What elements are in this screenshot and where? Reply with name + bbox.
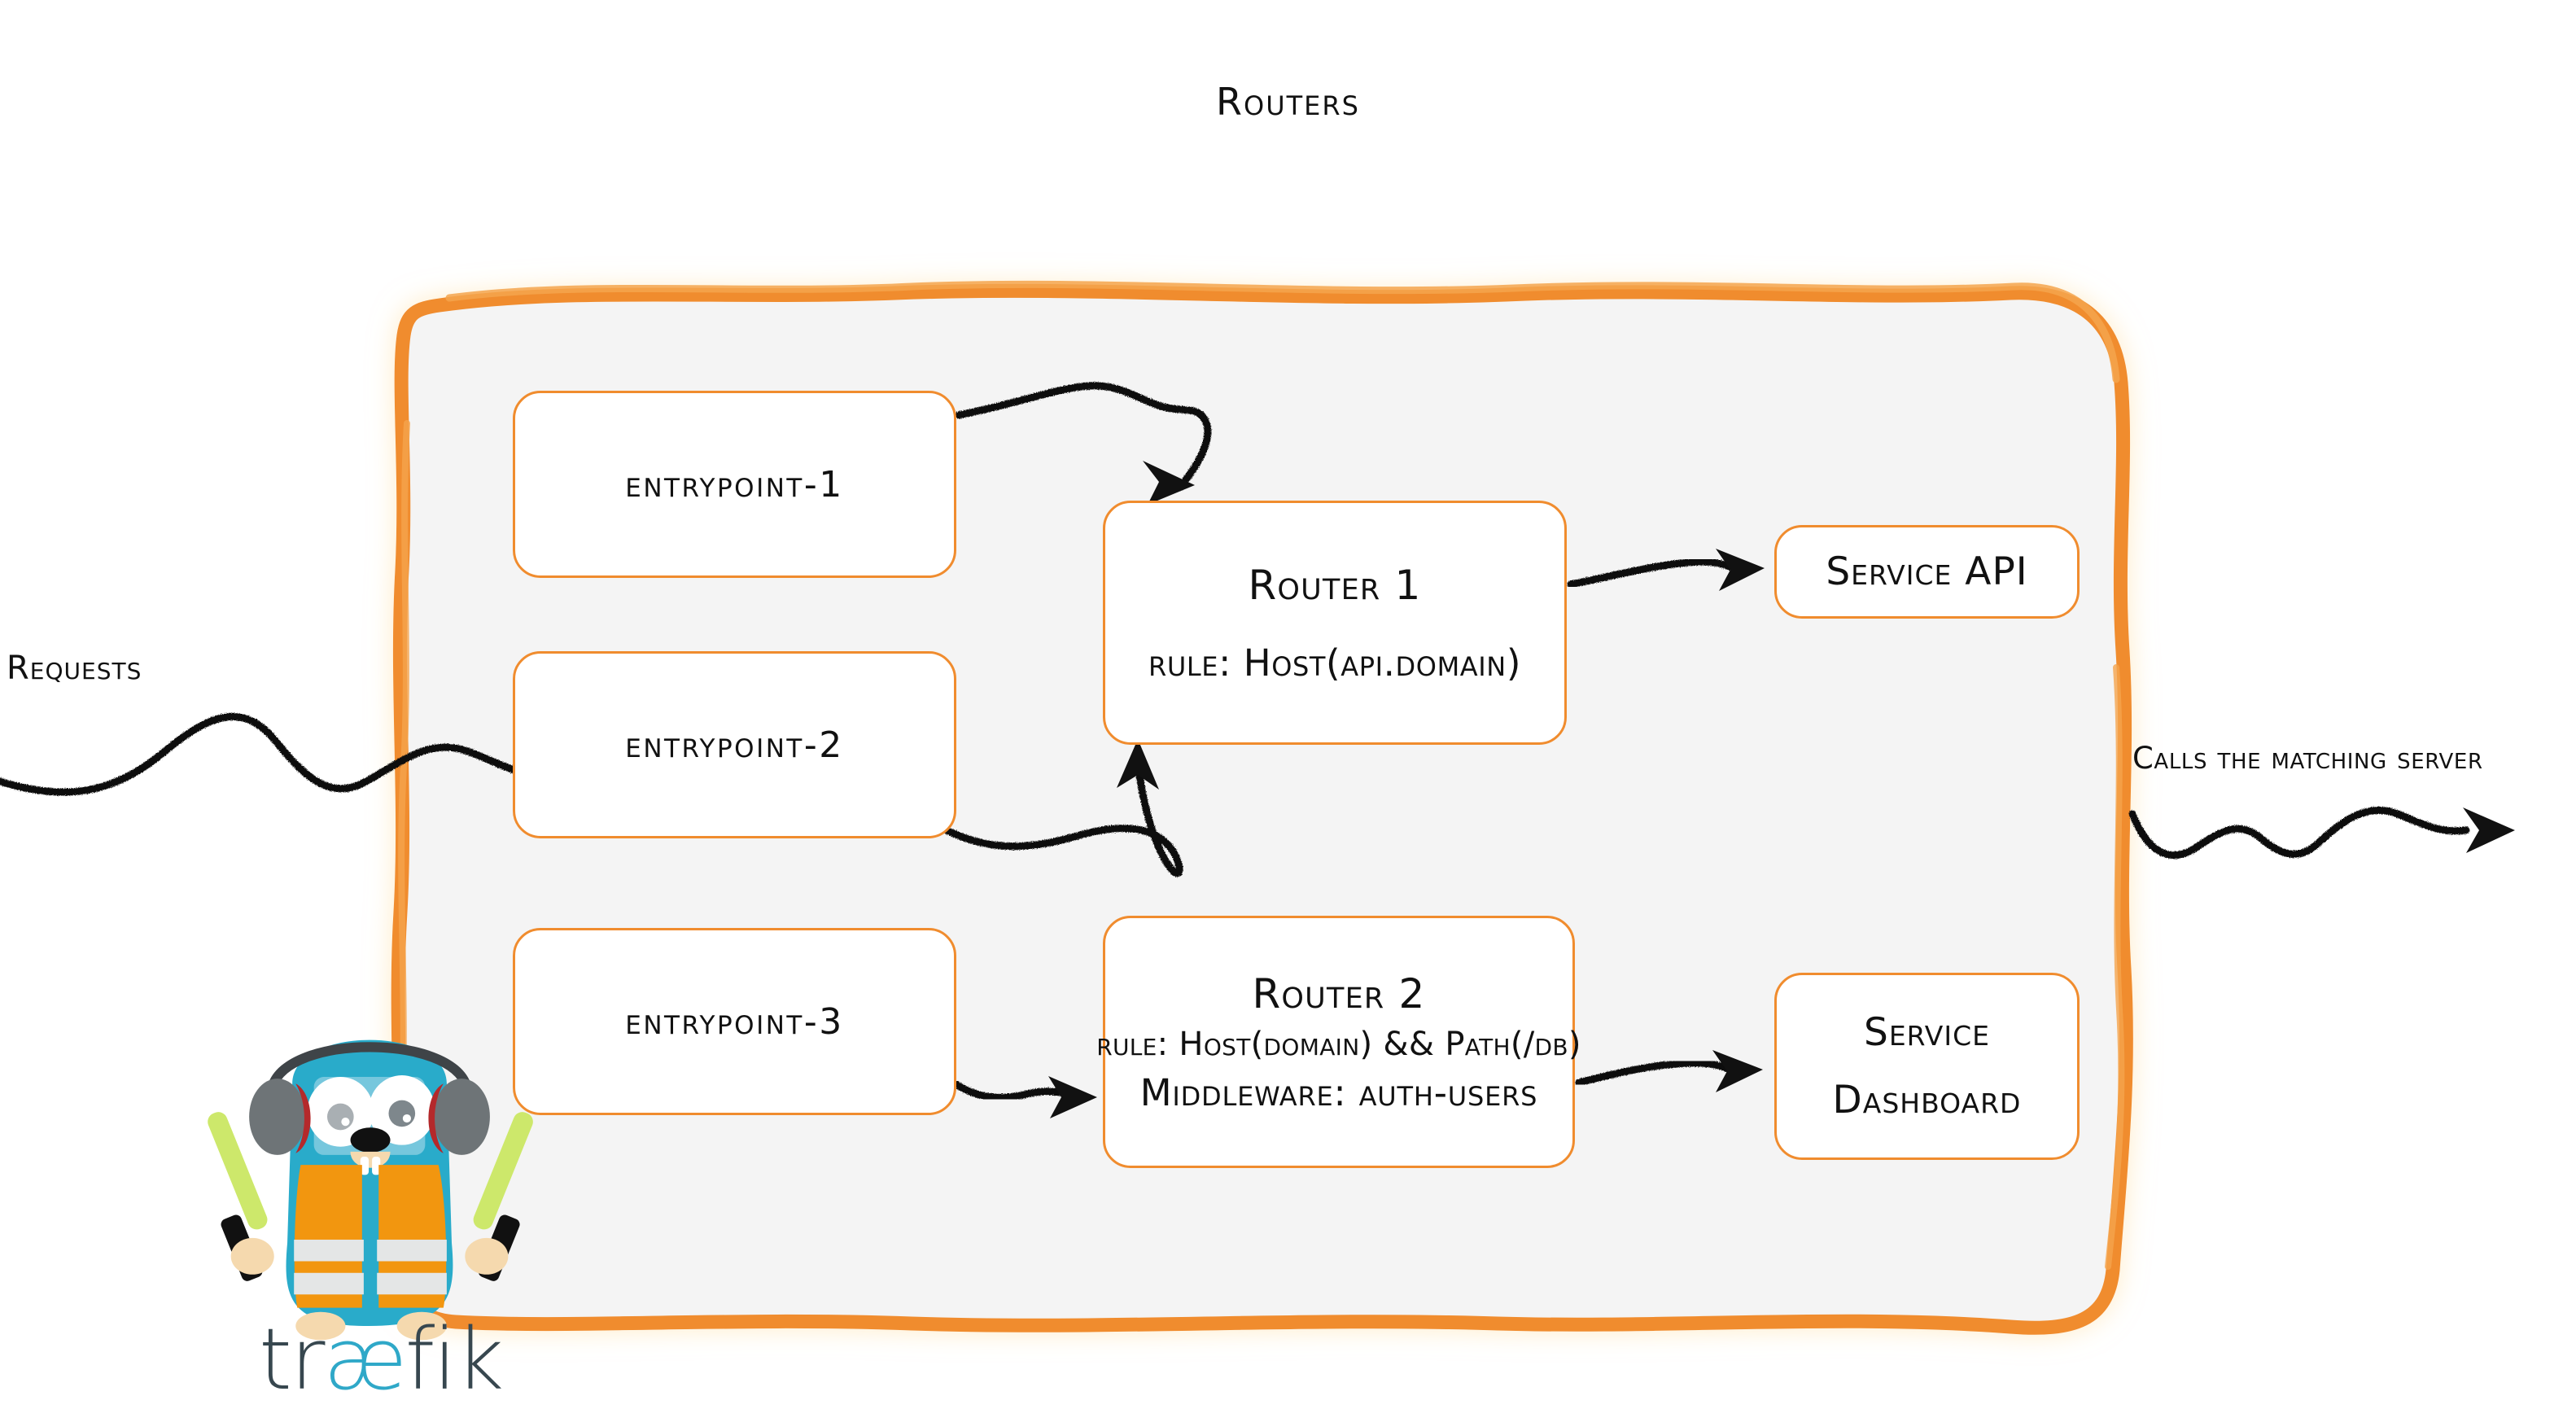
service-dashboard-label-line2: Dashboard xyxy=(1832,1078,2022,1122)
entrypoint-3-label: entrypoint-3 xyxy=(625,1000,844,1043)
router-1-box[interactable]: Router 1 rule: Host(api.domain) xyxy=(1103,501,1567,745)
traefik-wordmark: træfik xyxy=(259,1317,504,1402)
router-1-name: Router 1 xyxy=(1248,561,1422,609)
entrypoint-1-label: entrypoint-1 xyxy=(625,463,844,505)
arrowhead-router2-svcdash xyxy=(1712,1050,1763,1092)
arrowhead-calls-out xyxy=(2463,807,2515,853)
service-dashboard-box[interactable]: Service Dashboard xyxy=(1774,973,2080,1160)
entrypoint-2-label: entrypoint-2 xyxy=(625,724,844,766)
arrowhead-router1-svcapi xyxy=(1716,549,1765,591)
arrow-ep1-router1 xyxy=(955,382,1212,491)
wordmark-part-2: fik xyxy=(405,1310,505,1409)
arrowhead-ep1-router1 xyxy=(1143,461,1195,505)
page-title: Routers xyxy=(1216,80,1360,124)
entrypoint-3-box[interactable]: entrypoint-3 xyxy=(513,928,956,1115)
arrow-ep2-router1 xyxy=(942,771,1183,877)
arrow-router2-svcdash xyxy=(1575,1059,1734,1087)
entrypoint-2-box[interactable]: entrypoint-2 xyxy=(513,651,956,838)
wordmark-part-1: tr xyxy=(259,1310,326,1409)
arrowhead-ep2-router1 xyxy=(1117,739,1159,790)
arrow-requests-in xyxy=(0,712,574,796)
arrow-router1-svcapi xyxy=(1567,558,1738,589)
router-1-rule: rule: Host(api.domain) xyxy=(1148,641,1521,685)
service-api-box[interactable]: Service API xyxy=(1774,525,2080,619)
entrypoint-1-box[interactable]: entrypoint-1 xyxy=(513,391,956,578)
wordmark-ae-ligature: æ xyxy=(323,1310,407,1409)
service-api-label: Service API xyxy=(1826,549,2028,594)
arrowhead-ep3-router2 xyxy=(1048,1076,1097,1118)
traefik-gopher-mascot xyxy=(208,1039,533,1341)
router-2-box[interactable]: Router 2 rule: Host(domain) && Path(/db)… xyxy=(1096,916,1581,1168)
router-2-middleware: Middleware: auth-users xyxy=(1139,1070,1538,1114)
router-2-name: Router 2 xyxy=(1252,969,1426,1017)
service-dashboard-label-line1: Service xyxy=(1863,1010,1990,1055)
arrow-calls-out xyxy=(2128,807,2470,860)
router-2-rule: rule: Host(domain) && Path(/db) xyxy=(1096,1025,1581,1063)
calls-matching-server-label: Calls the matching server xyxy=(2132,741,2483,776)
requests-label: Requests xyxy=(7,650,142,687)
